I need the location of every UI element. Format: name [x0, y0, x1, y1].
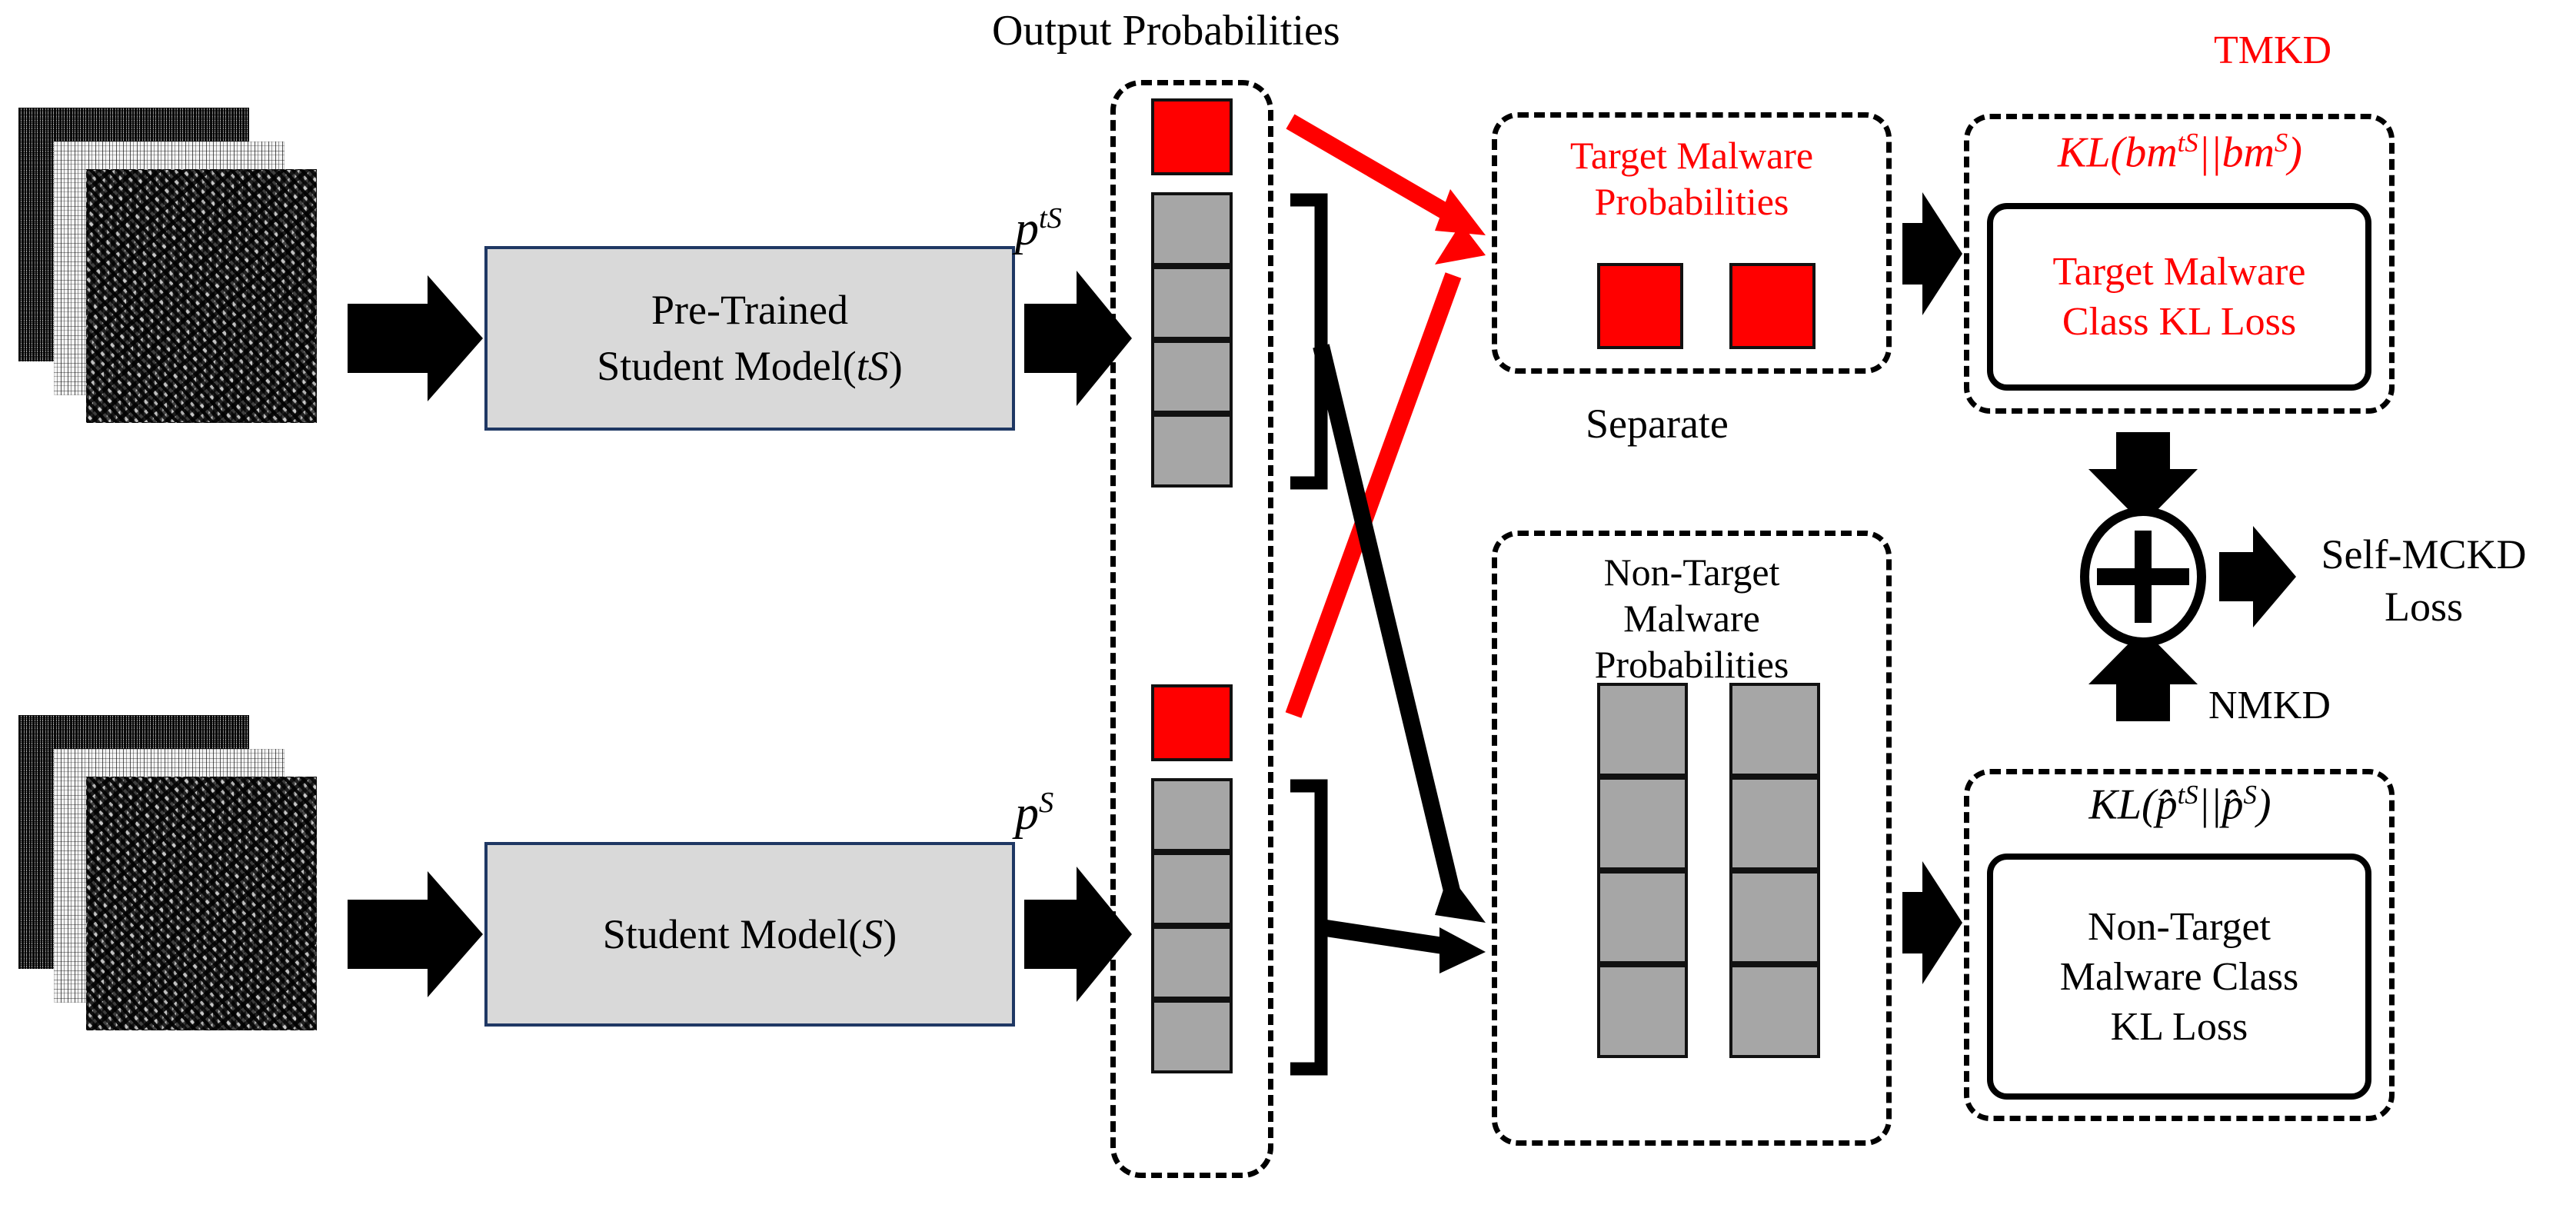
model-line-2-italic: tS [856, 343, 889, 389]
arrow-non-target-tS-to-non-target-group [1313, 344, 1486, 923]
p-tS-target-cell[interactable] [1151, 98, 1233, 175]
student-input-images [18, 715, 341, 1038]
result-line-2: Loss [2384, 583, 2463, 630]
pre-trained-student-model-label: Pre-Trained Student Model(tS) [597, 282, 902, 394]
non-target-probability-cell-c1r4[interactable] [1597, 964, 1688, 1058]
non-target-probability-cell-c1r2[interactable] [1597, 777, 1688, 870]
target-malware-probabilities-container [1492, 112, 1892, 374]
title-line-2: Malware [1623, 597, 1760, 640]
tmkd-formula: KL(bmtS||bmS) [1992, 128, 2368, 178]
nmkd-formula: KL(p̂tS||p̂S) [1992, 780, 2368, 830]
non-target-probability-cell-c2r1[interactable] [1729, 683, 1820, 777]
arrow-images-to-student-model [348, 871, 483, 997]
tmkd-tag: TMKD [2214, 28, 2332, 72]
loss-line-2: Class KL Loss [2062, 300, 2297, 344]
arrow-target-tS-to-target-group [1286, 114, 1486, 235]
formula-p1-base: bm [2125, 128, 2178, 177]
p-S-non-target-cell-2[interactable] [1151, 852, 1233, 926]
nmkd-tag: NMKD [2208, 684, 2331, 727]
non-target-malware-probabilities-container [1492, 531, 1892, 1146]
result-line-1: Self-MCKD [2321, 531, 2527, 577]
title-line-3: Probabilities [1594, 643, 1789, 686]
p-symbol-base: p [1015, 202, 1039, 255]
student-model-label: Student Model(S) [603, 907, 897, 963]
title-line-2: Probabilities [1594, 180, 1789, 223]
non-target-probability-cell-c2r4[interactable] [1729, 964, 1820, 1058]
bracket-p-tS-non-target [1290, 193, 1328, 490]
output-probabilities-title: Output Probabilities [992, 7, 1340, 55]
loss-line-1: Non-Target [2087, 904, 2271, 949]
formula-p2-base: bm [2222, 128, 2275, 177]
arrow-images-to-pretrained-model [348, 275, 483, 401]
separate-label: Separate [1586, 401, 1729, 447]
formula-p2-sup: S [2274, 128, 2288, 158]
formula-kl: KL( [2088, 780, 2156, 829]
model-line-1: Pre-Trained [651, 287, 848, 334]
malware-image-3 [86, 169, 317, 423]
arrow-tmkd-to-sum [2088, 432, 2198, 524]
formula-p2-base: p̂ [2222, 780, 2244, 829]
bracket-p-S-non-target [1290, 779, 1328, 1076]
model-line-2-prefix: Student Model( [602, 910, 863, 957]
tmkd-container [1964, 114, 2395, 414]
formula-close: ) [2256, 780, 2271, 829]
model-line-2-prefix: Student Model( [597, 343, 857, 389]
non-target-probability-cell-c2r2[interactable] [1729, 777, 1820, 870]
model-line-2-italic: S [862, 910, 884, 957]
p-tS-non-target-cell-2[interactable] [1151, 266, 1233, 340]
non-target-malware-class-kl-loss-box[interactable]: Non-Target Malware Class KL Loss [1987, 854, 2371, 1100]
target-probability-cell-2[interactable] [1729, 263, 1816, 349]
pre-trained-student-model-box[interactable]: Pre-Trained Student Model(tS) [484, 246, 1015, 431]
loss-line-1: Target Malware [2052, 250, 2306, 294]
non-target-malware-probabilities-title: Non-Target Malware Probabilities [1507, 549, 1876, 687]
target-malware-class-kl-loss-box[interactable]: Target Malware Class KL Loss [1987, 203, 2371, 391]
non-target-probability-cell-c1r1[interactable] [1597, 683, 1688, 777]
p-tS-non-target-cell-3[interactable] [1151, 340, 1233, 414]
p-S-non-target-cell-1[interactable] [1151, 778, 1233, 852]
p-S-symbol: pS [1015, 786, 1053, 841]
formula-kl: KL( [2058, 128, 2125, 177]
p-symbol-sup: tS [1039, 202, 1062, 235]
sum-operator-icon [2080, 507, 2206, 647]
output-probabilities-container [1110, 80, 1273, 1178]
formula-p1-sup: tS [2177, 128, 2198, 158]
arrow-non-target-group-to-nmkd [1902, 861, 1962, 984]
loss-line-2: Malware Class [2059, 954, 2299, 999]
p-S-non-target-cell-4[interactable] [1151, 1000, 1233, 1073]
p-S-target-cell[interactable] [1151, 684, 1233, 761]
p-symbol-sup: S [1039, 787, 1054, 819]
model-line-2-suffix: ) [888, 343, 903, 389]
target-malware-probabilities-title: Target Malware Probabilities [1507, 132, 1876, 225]
p-tS-non-target-cell-1[interactable] [1151, 192, 1233, 266]
non-target-probability-cell-c1r3[interactable] [1597, 870, 1688, 964]
formula-close: ) [2288, 128, 2302, 177]
arrow-target-S-to-target-group [1285, 223, 1486, 718]
title-line-1: Non-Target [1603, 551, 1780, 594]
formula-sep: || [2198, 128, 2222, 177]
model-line-2-suffix: ) [883, 910, 897, 957]
malware-image-3 [86, 777, 317, 1030]
formula-sep: || [2198, 780, 2222, 829]
formula-p1-sup: tS [2177, 780, 2198, 810]
p-tS-symbol: ptS [1015, 201, 1062, 257]
p-S-non-target-cell-3[interactable] [1151, 926, 1233, 1000]
p-symbol-base: p [1015, 787, 1039, 840]
p-tS-non-target-cell-4[interactable] [1151, 414, 1233, 488]
non-target-malware-class-kl-loss-label: Non-Target Malware Class KL Loss [2060, 902, 2298, 1052]
non-target-probability-cell-c2r3[interactable] [1729, 870, 1820, 964]
formula-p2-sup: S [2243, 780, 2257, 810]
pre-trained-student-input-images [18, 108, 341, 431]
arrow-target-group-to-tmkd [1902, 192, 1962, 315]
title-line-1: Target Malware [1569, 134, 1814, 177]
loss-line-3: KL Loss [2110, 1004, 2248, 1049]
student-model-box[interactable]: Student Model(S) [484, 842, 1015, 1027]
arrow-sum-to-self-mckd-loss [2219, 526, 2296, 627]
self-mckd-loss-label: Self-MCKD Loss [2285, 529, 2562, 633]
arrow-nmkd-to-sum [2088, 629, 2198, 721]
nmkd-container [1964, 769, 2395, 1121]
target-probability-cell-1[interactable] [1597, 263, 1683, 349]
arrow-non-target-S-to-non-target-group [1320, 919, 1486, 973]
formula-p1-base: p̂ [2155, 780, 2178, 829]
target-malware-class-kl-loss-label: Target Malware Class KL Loss [2053, 247, 2306, 347]
